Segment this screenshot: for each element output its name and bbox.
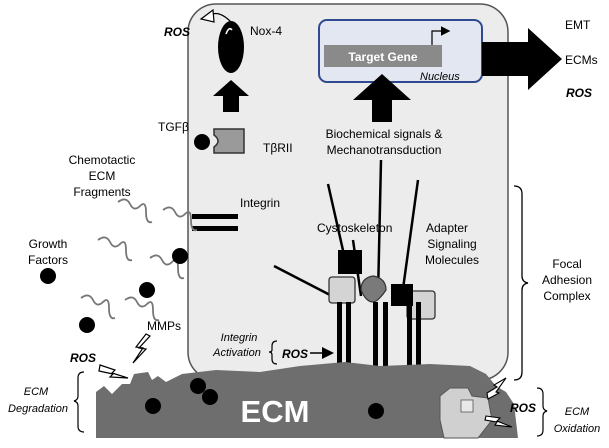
ecm-dots xyxy=(145,378,384,419)
mmps-label: MMPs xyxy=(147,319,181,333)
ecm-degradation-bracket xyxy=(73,371,85,433)
target-gene-label: Target Gene xyxy=(348,50,417,64)
ros-left-bolt-icon xyxy=(98,364,129,379)
cytoskeleton-label: Cystoskeleton xyxy=(317,221,392,235)
focal-line2: Adhesion xyxy=(542,273,592,287)
chemotactic-line2: ECM xyxy=(89,169,116,183)
ecm-oxidation-line2: Oxidation xyxy=(554,423,600,435)
adapter-molecule xyxy=(338,250,362,274)
adapter-molecule xyxy=(391,284,413,306)
tbrii-label: TβRII xyxy=(263,141,293,155)
tgfb-ligand-icon xyxy=(194,134,210,150)
nucleus-label: Nucleus xyxy=(420,71,460,83)
integrin-activation-line1: Integrin xyxy=(221,332,258,344)
integrin-bar-top xyxy=(192,214,238,219)
nox4-label: Nox-4 xyxy=(250,24,282,38)
cytoskeleton-filaments xyxy=(273,159,420,298)
growth-line1: Growth xyxy=(29,237,68,251)
oxidized-ecm-chunk xyxy=(439,387,493,439)
target-gene-box xyxy=(324,45,442,67)
focal-adhesion-bracket xyxy=(513,185,529,381)
ros-release-arrowhead xyxy=(199,8,215,23)
ros-right-label: ROS xyxy=(510,401,536,415)
ros-right-bolt-icon-2 xyxy=(484,415,513,428)
signals-line2: Mechanotransduction xyxy=(327,143,442,157)
oxidized-ecm-piece xyxy=(460,399,474,413)
ros-activation-label: ROS xyxy=(282,347,308,361)
ecm-fragments xyxy=(80,198,198,322)
growth-factor-dots xyxy=(40,248,188,333)
adapter-line1: Adapter xyxy=(426,221,468,235)
focal-line1: Focal xyxy=(552,257,581,271)
tbrii-receptor-icon xyxy=(213,128,245,154)
ros-top-label: ROS xyxy=(164,25,190,39)
ros-left-label: ROS xyxy=(70,351,96,365)
tgfb-label: TGFβ xyxy=(158,120,189,134)
ros-right-bolt-icon xyxy=(486,377,507,400)
adapter-line3: Molecules xyxy=(425,253,479,267)
integrin-bar-bottom xyxy=(192,226,238,231)
ecm-degradation-line2: Degradation xyxy=(8,403,68,415)
mmps-bolt-icon xyxy=(132,333,151,364)
ecm-oxidation-line1: ECM xyxy=(565,406,590,418)
receptor-arrow-up xyxy=(213,80,249,112)
output-arrow xyxy=(482,28,562,90)
integrin-label: Integrin xyxy=(240,196,280,210)
growth-line2: Factors xyxy=(28,253,68,267)
ecm-oxidation-bracket xyxy=(536,387,548,437)
integrin-activation-line2: Activation xyxy=(212,347,261,359)
integrin-activation-bracket xyxy=(268,340,278,365)
integrin-legs xyxy=(337,302,421,366)
signals-line1: Biochemical signals & xyxy=(326,127,443,141)
adapter-molecule xyxy=(360,275,387,303)
ecm-degradation-line1: ECM xyxy=(24,386,49,398)
nox4-icon xyxy=(218,21,244,73)
signal-arrow-up xyxy=(353,74,411,122)
output-ecms: ECMs xyxy=(565,53,598,67)
adapter-line2: Signaling xyxy=(427,237,476,251)
output-ros: ROS xyxy=(566,86,592,100)
output-emt: EMT xyxy=(565,18,591,32)
adapter-molecule xyxy=(328,276,356,304)
ecm-label: ECM xyxy=(241,394,310,429)
chemotactic-line1: Chemotactic xyxy=(69,153,136,167)
chemotactic-line3: Fragments xyxy=(73,185,130,199)
transcription-arrow xyxy=(431,26,451,45)
focal-line3: Complex xyxy=(543,289,590,303)
nox4-highlight xyxy=(225,27,233,35)
